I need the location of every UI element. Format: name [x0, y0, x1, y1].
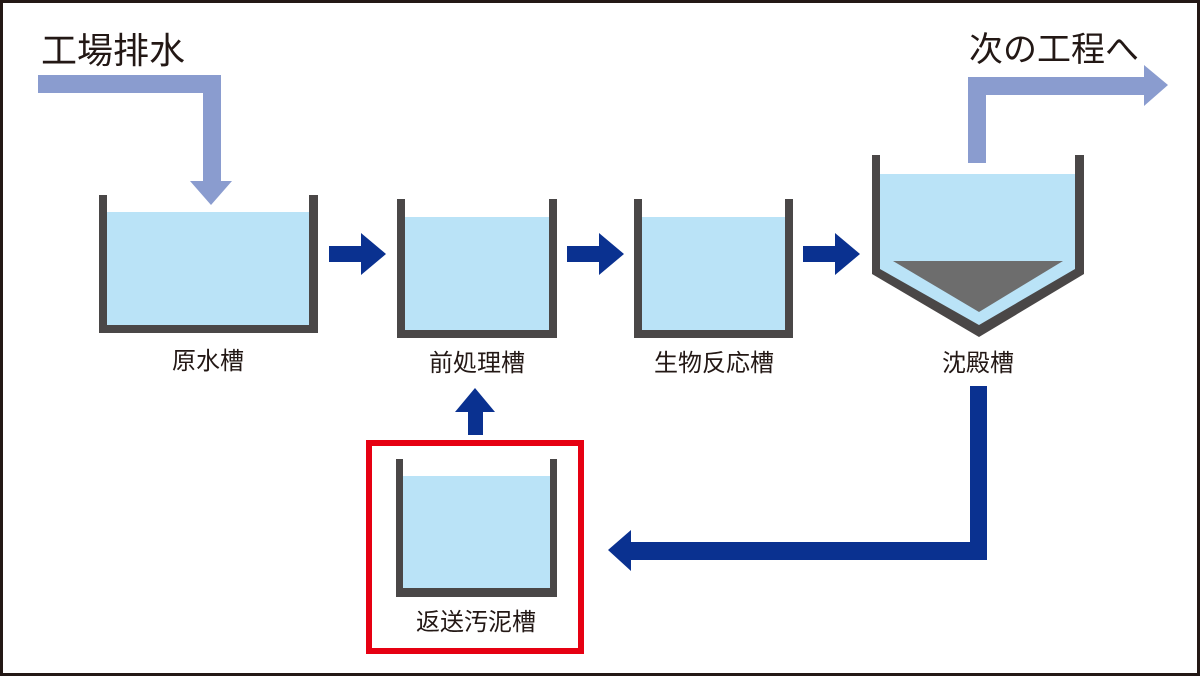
- highlight-box: [366, 440, 584, 654]
- flow-diagram: 工場排水 原水槽 前処理槽 生物反応槽 沈殿槽 次の工程へ 返: [38, 30, 1168, 654]
- tank-water: [880, 174, 1075, 325]
- return-sludge-arrow: [608, 386, 987, 571]
- tank-label: 沈殿槽: [942, 349, 1014, 377]
- return-sludge-tank: 返送汚泥槽: [396, 459, 557, 636]
- bioreactor-tank: 生物反応槽: [634, 199, 793, 377]
- tank-label: 前処理槽: [429, 349, 525, 377]
- tank-water: [403, 476, 550, 588]
- sludge: [893, 261, 1063, 312]
- tank-label: 生物反応槽: [654, 349, 774, 377]
- inflow-label: 工場排水: [41, 31, 185, 72]
- tank-label: 返送汚泥槽: [416, 608, 536, 636]
- flow-arrow-3: [803, 233, 860, 275]
- inflow-arrow: [38, 75, 232, 205]
- tank-water: [107, 212, 309, 326]
- sedimentation-tank: 沈殿槽: [872, 155, 1084, 377]
- return-up-arrow: [455, 388, 495, 435]
- tank-water: [405, 217, 549, 330]
- flow-arrow-2: [567, 233, 624, 275]
- flow-arrow-1: [329, 233, 386, 275]
- pretreatment-tank: 前処理槽: [397, 199, 557, 377]
- outflow-label: 次の工程へ: [969, 30, 1139, 70]
- tank-label: 原水槽: [172, 347, 244, 375]
- tank-water: [642, 217, 785, 330]
- raw-water-tank: 原水槽: [99, 195, 318, 375]
- outflow-arrow: [968, 65, 1168, 163]
